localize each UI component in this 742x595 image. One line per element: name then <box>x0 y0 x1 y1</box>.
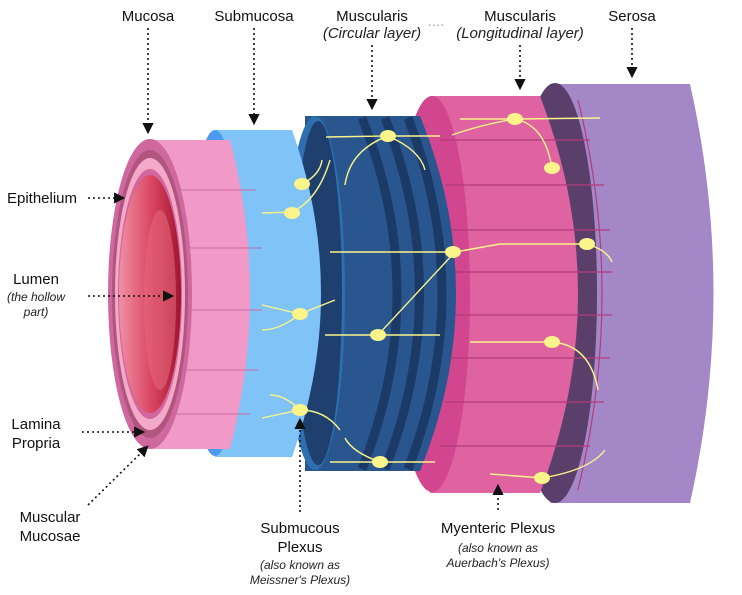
myenteric-node <box>445 246 461 258</box>
submucosa-label: Submucosa <box>214 8 294 25</box>
myenteric-node <box>579 238 595 250</box>
mucosa-label: Mucosa <box>122 8 175 25</box>
myenteric-plexus-label: Myenteric Plexus <box>441 520 555 537</box>
longitudinal-stripes <box>440 139 612 447</box>
muscular-mucosae-leader <box>87 445 149 506</box>
circular-node <box>370 329 386 341</box>
muscularis-longitudinal-label: Muscularis <box>484 8 556 25</box>
epithelium-label: Epithelium <box>7 190 77 207</box>
mucosa-layer <box>108 139 262 449</box>
serosa-label: Serosa <box>608 8 656 25</box>
myenteric-node <box>507 113 523 125</box>
myenteric-node <box>534 472 550 484</box>
muscularis-circular-label: Muscularis <box>336 8 408 25</box>
circular-body <box>305 116 456 471</box>
myenteric-node <box>544 336 560 348</box>
ellipsis-marker: .... <box>428 13 445 30</box>
submucous-node <box>292 308 308 320</box>
lumen-label: Lumen <box>13 271 59 288</box>
submucous-plexus-label-line2: Plexus <box>277 539 322 556</box>
circular-node <box>372 456 388 468</box>
circular-node <box>380 130 396 142</box>
longitudinal-body <box>430 96 578 493</box>
muscular-mucosae-label-line1: Muscular <box>20 509 81 526</box>
myenteric-node <box>544 162 560 174</box>
plexus-nodes <box>284 113 595 484</box>
submucous-node <box>294 178 310 190</box>
submucous-plexus-label-line1: Submucous <box>260 520 339 537</box>
lumen-sublabel-line1: (the hollow <box>7 290 66 304</box>
lamina-propria-label-line2: Propria <box>12 435 61 452</box>
lamina-propria-label-line1: Lamina <box>11 416 61 433</box>
myenteric-plexus-sublabel-line2: Auerbach's Plexus) <box>445 556 549 570</box>
myenteric-plexus-sublabel-line1: (also known as <box>458 541 538 555</box>
submucous-plexus-sublabel-line1: (also known as <box>260 558 340 572</box>
submucous-node <box>284 207 300 219</box>
muscularis-circular-sublabel: (Circular layer) <box>323 25 421 42</box>
muscular-mucosae-label-line2: Mucosae <box>20 528 81 545</box>
lumen-sublabel-line2: part) <box>23 305 49 319</box>
muscularis-longitudinal-sublabel: (Longitudinal layer) <box>456 25 584 42</box>
submucous-plexus-sublabel-line2: Meissner's Plexus) <box>250 573 350 587</box>
submucous-node <box>292 404 308 416</box>
